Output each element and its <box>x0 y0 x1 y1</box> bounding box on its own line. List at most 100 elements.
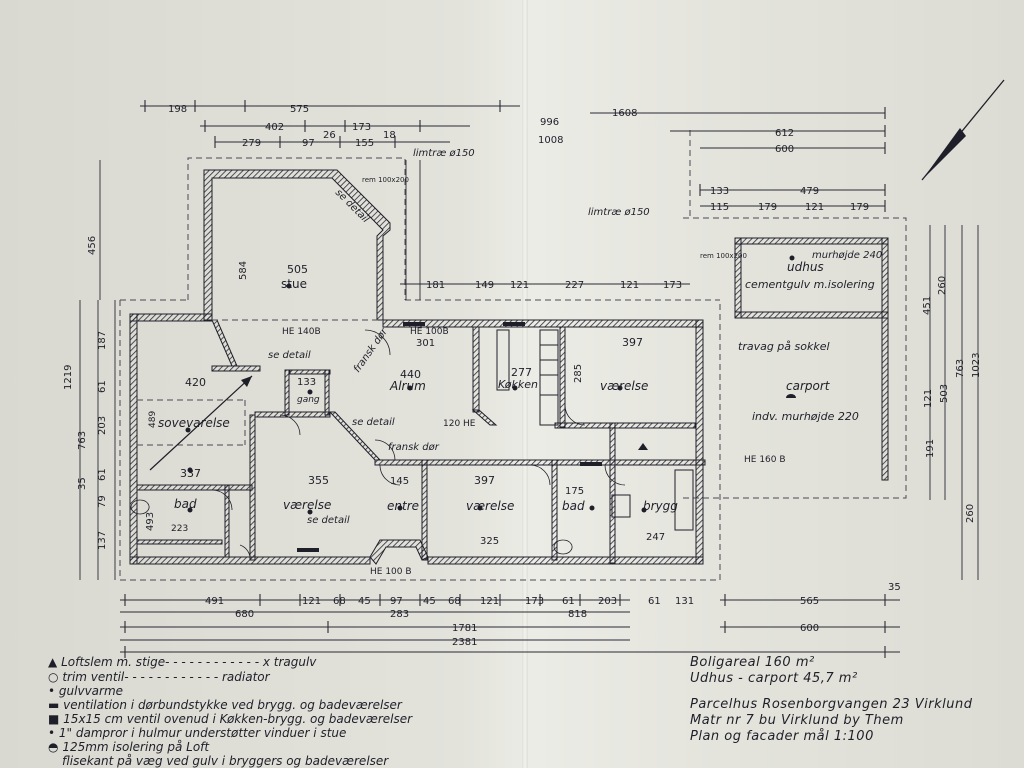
dim-r-191: 191 <box>925 439 936 458</box>
vaerelse-ne-dim: 285 <box>573 364 584 383</box>
stue-dim: 584 <box>238 261 249 280</box>
dim-l-137: 137 <box>97 531 108 550</box>
dim-b-600: 600 <box>800 623 819 634</box>
legend-label: flisekant på væg ved gulv i bryggers og … <box>62 754 389 768</box>
dim-155: 155 <box>355 138 374 149</box>
circle-icon: ○ <box>48 670 59 684</box>
symbols <box>185 255 796 552</box>
bad-w-name: bad <box>174 497 197 511</box>
dim-mid-227: 227 <box>565 280 584 291</box>
dim-b-818: 818 <box>568 609 587 620</box>
dim-l-187: 187 <box>97 331 108 350</box>
legend-label: 15x15 cm ventil ovenud i Køkken-brygg. o… <box>63 712 413 726</box>
dim-l-35: 35 <box>77 477 88 490</box>
gang-name: gang <box>297 395 320 405</box>
exterior-walls <box>129 169 889 565</box>
carport-name: carport <box>786 379 831 393</box>
dim-b-565: 565 <box>800 596 819 607</box>
dim-402: 402 <box>265 122 284 133</box>
dim-r-451: 451 <box>922 296 933 315</box>
dashed-outlines <box>119 130 907 581</box>
dim-279: 279 <box>242 138 261 149</box>
sovevaerelse-dim: 489 <box>148 411 158 428</box>
kitchen-fixtures <box>496 329 694 531</box>
dim-b-61b: 61 <box>648 596 661 607</box>
dim-b-1781: 1781 <box>452 623 477 634</box>
legend-label: Loftslem m. stige- - - - - - - - - - - -… <box>61 655 317 669</box>
legend-item-loftslem: ▲ Loftslem m. stige- - - - - - - - - - -… <box>48 655 316 669</box>
dim-b-680: 680 <box>235 609 254 620</box>
paper-fold <box>522 0 528 768</box>
stue-area: 505 <box>287 263 308 276</box>
entre-name: entre <box>387 499 419 513</box>
gang-area: 133 <box>297 377 316 388</box>
dim-b-35: 35 <box>888 582 901 593</box>
legend-label: trim ventil- - - - - - - - - - - - radia… <box>62 670 270 684</box>
bar-icon: ▬ <box>48 698 60 712</box>
dim-115: 115 <box>710 202 729 213</box>
rem-label-1: rem 100x200 <box>362 176 409 184</box>
dim-b-97: 97 <box>390 596 403 607</box>
section-arrow <box>149 375 253 471</box>
dim-179b: 179 <box>850 202 869 213</box>
dim-b-131: 131 <box>675 596 694 607</box>
dim-133: 133 <box>710 186 729 197</box>
dim-479: 479 <box>800 186 819 197</box>
vaerelse-ne-name: værelse <box>600 379 648 393</box>
udhus-area-text: Udhus - carport 45,7 m² <box>690 671 858 686</box>
half-circle-icon: ◓ <box>48 740 59 754</box>
udhus-note1: murhøjde 240 <box>812 250 882 261</box>
dim-l-1219: 1219 <box>63 365 74 390</box>
dim-b-203: 203 <box>598 596 617 607</box>
loftslem-icon <box>638 443 648 450</box>
kokken-area: 277 <box>511 366 532 379</box>
matr-text: Matr nr 7 bu Virklund by Them <box>690 713 904 728</box>
address-text: Parcelhus Rosenborgvangen 23 Virklund <box>690 697 973 712</box>
dim-b-45b: 45 <box>423 596 436 607</box>
dim-26: 26 <box>323 130 336 141</box>
bad-e-name: bad <box>562 499 585 513</box>
dim-996: 996 <box>540 117 559 128</box>
interior-walls <box>136 319 706 564</box>
dim-b-2381: 2381 <box>452 637 477 648</box>
dimension-ticks <box>124 100 886 658</box>
dim-1008: 1008 <box>538 135 563 146</box>
brygg-name: brygg <box>643 499 678 513</box>
left-dimension-labels: 456 1219 763 187 61 203 35 79 61 137 493 <box>63 236 156 550</box>
top-dimension-labels: 198 575 402 173 26 279 97 155 18 996 100… <box>168 104 869 213</box>
dim-mid-181: 181 <box>426 280 445 291</box>
bad-w-dim: 223 <box>171 524 188 534</box>
legend-label: ventilation i dørbundstykke ved brygg. o… <box>63 698 402 712</box>
dim-b-68b: 68 <box>448 596 461 607</box>
dim-l-61: 61 <box>97 380 108 393</box>
bottom-dimension-labels: 491 121 68 45 97 45 68 121 173 61 203 61… <box>205 582 901 648</box>
dot-icon: • <box>48 684 56 698</box>
door-swings <box>130 329 626 558</box>
bad-e-area: 175 <box>565 486 584 497</box>
dim-mid-121b: 121 <box>620 280 639 291</box>
dim-97: 97 <box>302 138 315 149</box>
legend-item-isolering: ◓ 125mm isolering på Loft <box>48 740 209 754</box>
dim-l-61b: 61 <box>97 468 108 481</box>
stue-name: stue <box>281 277 307 291</box>
travag-label: travag på sokkel <box>738 340 830 353</box>
plan-scale-text: Plan og facader mål 1:100 <box>690 729 874 744</box>
sovevaerelse-name: sovevarelse <box>158 416 230 430</box>
fransk-dor-2: fransk dør <box>352 326 391 375</box>
dim-121: 121 <box>805 202 824 213</box>
dim-r-1023: 1023 <box>971 353 982 378</box>
vaerelse-sw-sub: se detail <box>307 515 350 526</box>
vaerelse-sw-name: værelse <box>283 498 331 512</box>
dim-r-503: 503 <box>939 384 950 403</box>
dim-575: 575 <box>290 104 309 115</box>
he100a-label: HE 100B <box>410 327 449 337</box>
legend-item-ventilation: ▬ ventilation i dørbundstykke ved brygg.… <box>48 698 402 712</box>
dimension-lines <box>79 105 979 653</box>
carport-note: indv. murhøjde 220 <box>752 410 859 423</box>
dot-icon: • <box>48 726 56 740</box>
dim-l-763: 763 <box>77 431 88 450</box>
triangle-icon: ▲ <box>48 655 58 669</box>
